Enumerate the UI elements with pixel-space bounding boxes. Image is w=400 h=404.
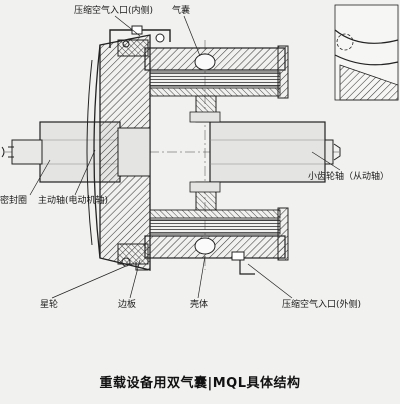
side-plate — [117, 39, 149, 267]
label-inner-air-inlet: 压缩空气入口(内侧) — [74, 6, 154, 16]
label-seal: 密封圈 — [0, 196, 28, 206]
inner-air-inlet-pipe — [109, 25, 171, 48]
label-pinion-shaft: 小齿轮轴（从动轴） — [308, 172, 390, 182]
label-outer-air-inlet: 压缩空气入口(外侧) — [282, 300, 362, 310]
detail-inset — [334, 4, 399, 101]
label-main-shaft: 主动轴(电动机轴) — [38, 196, 109, 206]
star-wheel — [86, 34, 151, 271]
housing-top — [144, 45, 289, 99]
leader-lines — [29, 15, 341, 299]
label-star-wheel: 星轮 — [40, 300, 59, 310]
airbag-shapes — [194, 53, 216, 255]
center-hub — [189, 95, 221, 211]
housing-bottom — [144, 207, 289, 261]
diagram-caption: 重载设备用双气囊|MQL具体结构 — [99, 376, 301, 391]
label-side-plate: 边板 — [118, 300, 137, 310]
label-housing: 壳体 — [190, 300, 209, 310]
label-airbag: 气囊 — [172, 6, 191, 16]
pinion-shaft — [209, 121, 341, 183]
outer-air-inlet-pipe — [135, 251, 255, 275]
